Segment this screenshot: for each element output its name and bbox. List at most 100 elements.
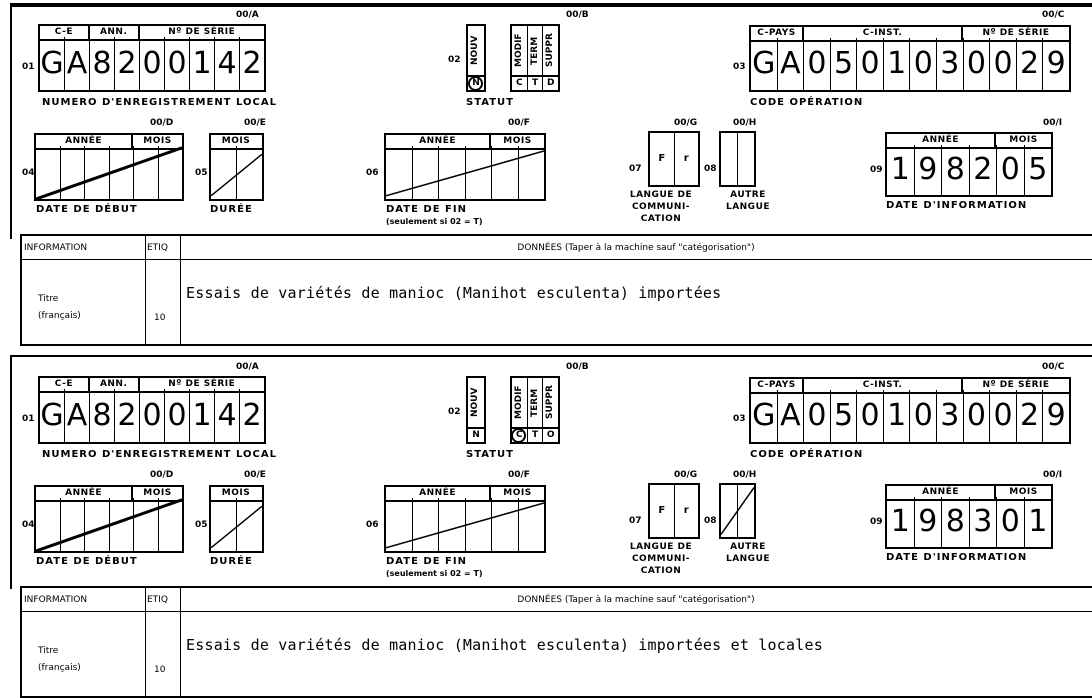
digit-cell[interactable] [466, 146, 492, 199]
digit-cell[interactable]: 5 [831, 390, 858, 442]
field-caption: STATUT [466, 449, 514, 460]
digit-cell[interactable]: A [778, 390, 805, 442]
digit-cell[interactable] [721, 133, 738, 185]
digit-cell[interactable]: 8 [90, 37, 115, 90]
digit-cell[interactable]: A [65, 389, 90, 442]
digit-cell[interactable]: 3 [937, 390, 964, 442]
digit-cell[interactable]: r [683, 505, 689, 516]
digit-cell[interactable] [413, 498, 439, 551]
digit-cell[interactable]: G [751, 38, 778, 90]
digit-cell[interactable]: 1 [190, 389, 215, 442]
digit-cell[interactable]: 0 [140, 389, 165, 442]
digit-cell[interactable]: 0 [910, 38, 938, 90]
digit-cell[interactable] [439, 498, 466, 551]
digit-cell[interactable]: 0 [165, 389, 190, 442]
digit-cell[interactable]: 2 [1017, 390, 1044, 442]
digit-cell[interactable]: 0 [964, 38, 991, 90]
digit-cell[interactable]: 4 [215, 37, 240, 90]
digit-cell[interactable] [110, 498, 134, 551]
status-letter-text: N [472, 430, 480, 440]
digit-cell[interactable]: 9 [915, 145, 942, 195]
digit-cell[interactable]: 0 [857, 390, 884, 442]
digit-cell[interactable] [36, 146, 61, 199]
digit-cell[interactable]: 5 [1028, 152, 1048, 187]
digit-cell[interactable]: 1 [884, 390, 911, 442]
form-frame [10, 3, 1092, 239]
digit-cell[interactable] [61, 146, 85, 199]
digit-cell[interactable]: G [751, 390, 778, 442]
status-letter: D [543, 75, 559, 90]
digit-cell[interactable]: 1 [884, 38, 911, 90]
digit-cell[interactable]: 2 [1017, 38, 1044, 90]
digit-cell[interactable]: r [683, 153, 689, 164]
digit-cell[interactable]: 2 [115, 37, 140, 90]
digit-cell[interactable]: 2 [115, 389, 140, 442]
digit-cell[interactable]: 3 [937, 38, 964, 90]
title-value[interactable]: Essais de variétés de manioc (Manihot es… [186, 284, 722, 302]
digit-cell[interactable]: 0 [997, 497, 1025, 547]
digit-cell[interactable]: 0 [990, 38, 1017, 90]
digit-cell[interactable]: A [65, 37, 90, 90]
digit-cell[interactable] [413, 146, 439, 199]
digit-cell[interactable] [466, 498, 492, 551]
digit-cell[interactable] [492, 146, 519, 199]
digit-cell[interactable]: 1 [190, 37, 215, 90]
field-code: 00/F [508, 118, 530, 128]
digit-cell[interactable]: 0 [910, 390, 938, 442]
digit-cell[interactable] [134, 146, 159, 199]
digit-cell[interactable]: 0 [140, 37, 165, 90]
field-number: 01 [22, 62, 35, 72]
digit-cell[interactable]: 5 [831, 38, 858, 90]
status-letter-text: T [531, 78, 539, 88]
digit-cell[interactable]: 0 [804, 38, 831, 90]
digit-cell[interactable] [738, 133, 754, 185]
digit-cell[interactable] [211, 498, 237, 551]
digit-cell[interactable]: G [40, 389, 65, 442]
field-code: 00/E [244, 470, 266, 480]
digit-cell[interactable]: 2 [970, 145, 997, 195]
digit-cell[interactable]: 0 [804, 390, 831, 442]
digit-cell[interactable] [211, 146, 237, 199]
digit-cell[interactable] [492, 498, 519, 551]
digit-cell[interactable] [61, 498, 85, 551]
digit-cell[interactable]: 1 [887, 497, 915, 547]
digit-cell[interactable]: 8 [942, 497, 970, 547]
digit-cell[interactable] [386, 146, 413, 199]
digit-cell[interactable]: G [40, 37, 65, 90]
digit-cell[interactable]: 9 [1046, 398, 1066, 433]
digit-cell[interactable]: 2 [242, 398, 262, 433]
digit-cell[interactable]: 0 [964, 390, 991, 442]
digit-cell[interactable] [110, 146, 134, 199]
digit-cell[interactable]: 0 [990, 390, 1017, 442]
digit-cell[interactable]: 9 [1046, 46, 1066, 81]
title-value[interactable]: Essais de variétés de manioc (Manihot es… [186, 636, 823, 654]
digit-cell[interactable] [134, 498, 159, 551]
digit-cell[interactable]: F [650, 485, 675, 537]
digit-cell[interactable]: 9 [915, 497, 942, 547]
digit-cell[interactable]: 4 [215, 389, 240, 442]
digit-cell[interactable]: A [778, 38, 805, 90]
digit-cell[interactable]: 2 [242, 46, 262, 81]
digit-cell[interactable] [386, 498, 413, 551]
digit-cell[interactable]: 3 [970, 497, 997, 547]
digit-cell[interactable]: 0 [997, 145, 1025, 195]
digit-cell[interactable]: 1 [887, 145, 915, 195]
digit-cell[interactable] [36, 498, 61, 551]
digit-cell[interactable]: 8 [90, 389, 115, 442]
digit-cell[interactable]: 1 [1028, 504, 1048, 539]
digit-cell[interactable] [439, 146, 466, 199]
digit-cell[interactable]: 8 [942, 145, 970, 195]
digit-cell[interactable]: 0 [165, 37, 190, 90]
header-label: ANNÉE [386, 487, 492, 500]
digit-cell[interactable]: F [650, 133, 675, 185]
digit-cell[interactable]: 0 [857, 38, 884, 90]
